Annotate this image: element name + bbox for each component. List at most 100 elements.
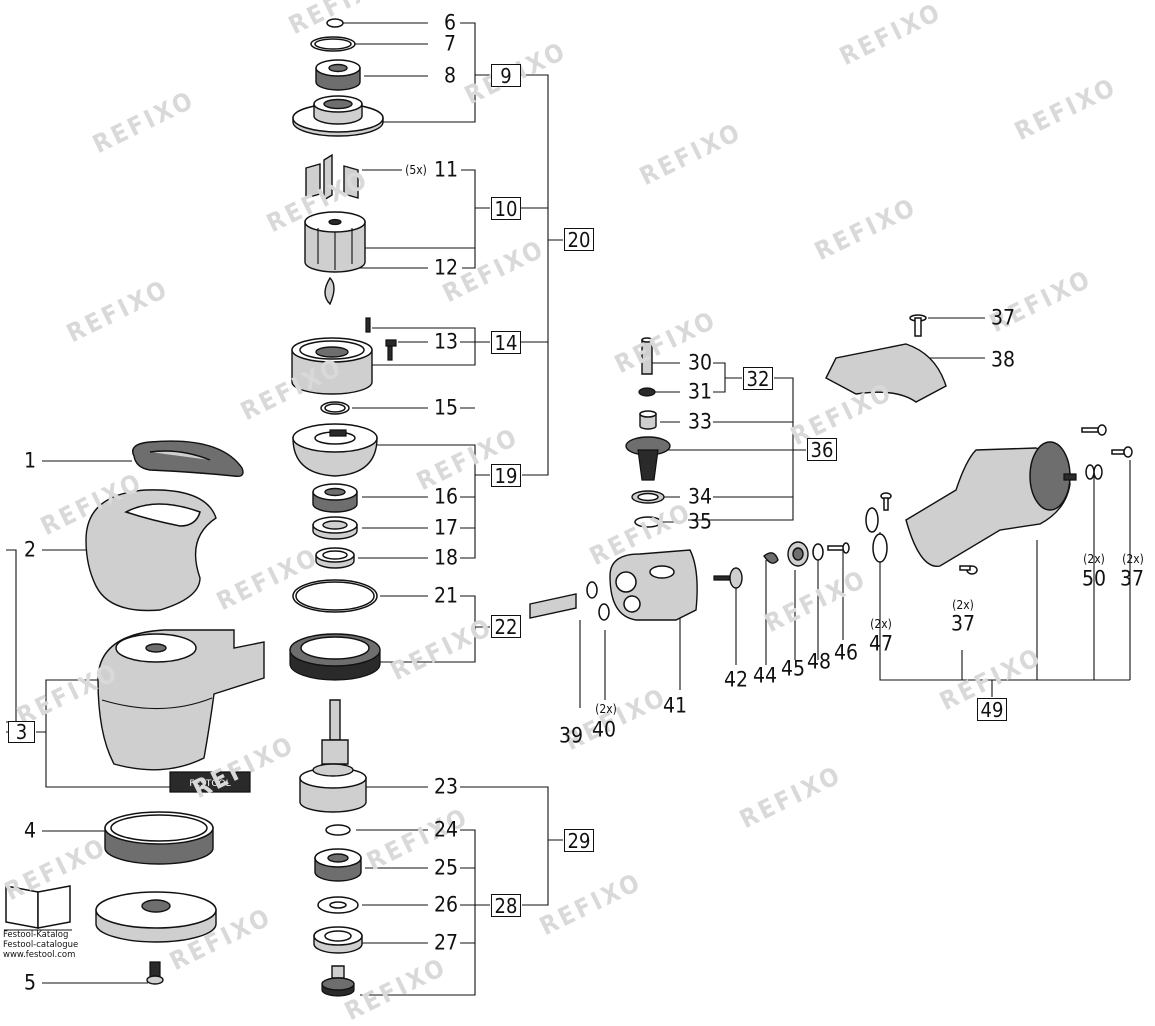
part-27-seal xyxy=(313,926,363,954)
part-16-bearing xyxy=(312,483,358,513)
callout-12: 12 xyxy=(433,255,458,280)
quantity-50: (2x) xyxy=(1083,552,1105,566)
part-3-motor-housing: FESTOOL xyxy=(97,629,265,793)
part-21-o-ring xyxy=(292,579,378,613)
part-38-cover xyxy=(825,343,947,403)
part-35-ring xyxy=(634,516,662,528)
part-48-ring xyxy=(812,543,824,561)
part-5-sanding-pad xyxy=(95,891,217,985)
callout-11: 11 xyxy=(433,157,458,182)
callout-47: 47 xyxy=(868,631,894,656)
part-12-key xyxy=(324,276,335,306)
part-45-coupling xyxy=(787,541,809,567)
assembly-box-19: 19 xyxy=(491,464,521,487)
part-33-bushing xyxy=(639,410,657,430)
part-24-circlip xyxy=(325,824,351,836)
callout-46: 46 xyxy=(833,640,859,665)
part-49-motor xyxy=(905,441,1077,567)
callout-24: 24 xyxy=(433,817,458,842)
callout-45: 45 xyxy=(780,656,806,681)
callout-25: 25 xyxy=(433,855,458,880)
part-1-switch-cap xyxy=(132,440,244,478)
part-34-ring xyxy=(631,490,665,504)
callout-1: 1 xyxy=(23,448,36,473)
part-46-screw xyxy=(827,542,850,554)
part-40-o-rings xyxy=(586,581,610,621)
part-37-screws-right xyxy=(1081,424,1133,458)
catalog-line-2: Festool-catalogue xyxy=(3,940,79,950)
part-18-ring xyxy=(315,547,355,569)
callout-37-top: 37 xyxy=(991,305,1016,330)
callout-50: 50 xyxy=(1081,566,1107,591)
assembly-box-28: 28 xyxy=(491,894,521,917)
callout-39: 39 xyxy=(558,723,584,748)
callout-23: 23 xyxy=(433,774,458,799)
part-6-circlip xyxy=(326,18,344,28)
part-7-o-ring xyxy=(310,36,356,52)
catalog-note: Festool-Katalog Festool-catalogue www.fe… xyxy=(3,882,83,960)
callout-26: 26 xyxy=(433,892,458,917)
part-47-o-rings xyxy=(865,507,888,563)
callout-2: 2 xyxy=(23,537,36,562)
callout-16: 16 xyxy=(433,484,458,509)
part-8-bearing xyxy=(315,59,361,91)
quantity-37-middle: (2x) xyxy=(952,598,974,612)
callout-31: 31 xyxy=(688,379,713,404)
callout-44: 44 xyxy=(752,663,778,688)
callout-48: 48 xyxy=(806,649,832,674)
callout-13: 13 xyxy=(433,329,458,354)
part-2-upper-housing xyxy=(85,489,217,612)
part-37-screw-top xyxy=(909,314,927,337)
part-28-screw xyxy=(321,965,355,997)
part-11-vanes xyxy=(305,153,359,202)
part-30-pin xyxy=(641,337,653,375)
assembly-box-32: 32 xyxy=(743,367,773,390)
part-41-gear-housing xyxy=(609,549,698,621)
assembly-box-36: 36 xyxy=(807,438,837,461)
assembly-box-3: 3 xyxy=(8,721,35,743)
callout-18: 18 xyxy=(433,545,458,570)
callout-35: 35 xyxy=(688,509,713,534)
part-50-rings xyxy=(1085,464,1103,480)
part-10-rotor xyxy=(304,211,366,273)
callout-8: 8 xyxy=(443,63,456,88)
part-44-fan xyxy=(763,552,779,564)
callout-40: 40 xyxy=(591,717,617,742)
part-37-screw-middle xyxy=(880,492,978,575)
part-13-pin xyxy=(365,317,397,361)
callout-6: 6 xyxy=(443,10,456,35)
callout-5: 5 xyxy=(23,970,36,995)
callout-15: 15 xyxy=(433,395,458,420)
quantity-11: (5x) xyxy=(405,163,427,177)
part-42-gear xyxy=(713,567,743,589)
part-23-spindle xyxy=(299,699,367,813)
part-36-eccentric xyxy=(625,436,671,481)
callout-42: 42 xyxy=(723,667,749,692)
quantity-47: (2x) xyxy=(870,617,892,631)
assembly-box-22: 22 xyxy=(491,615,521,638)
callout-41: 41 xyxy=(662,693,688,718)
callout-7: 7 xyxy=(443,31,456,56)
part-25-bearing xyxy=(314,848,362,882)
quantity-37-right: (2x) xyxy=(1122,552,1144,566)
part-15-ring xyxy=(320,401,350,415)
catalog-line-3: www.festool.com xyxy=(3,950,76,960)
part-31-ring xyxy=(638,387,656,397)
part-26-washer xyxy=(317,896,359,914)
callout-37-middle: 37 xyxy=(950,611,976,636)
part-22-gear-ring xyxy=(289,633,381,681)
assembly-box-9: 9 xyxy=(491,64,521,87)
callout-27: 27 xyxy=(433,930,458,955)
callout-21: 21 xyxy=(433,583,458,608)
catalog-line-1: Festool-Katalog xyxy=(3,930,69,940)
part-4-ring xyxy=(104,811,214,865)
part-9-bearing-housing xyxy=(292,95,384,137)
callout-4: 4 xyxy=(23,818,36,843)
assembly-box-29: 29 xyxy=(564,829,594,852)
part-19-cover xyxy=(292,423,378,477)
callout-34: 34 xyxy=(688,484,713,509)
callout-30: 30 xyxy=(688,350,713,375)
assembly-box-10: 10 xyxy=(491,197,521,220)
leader-lines xyxy=(6,22,1131,996)
